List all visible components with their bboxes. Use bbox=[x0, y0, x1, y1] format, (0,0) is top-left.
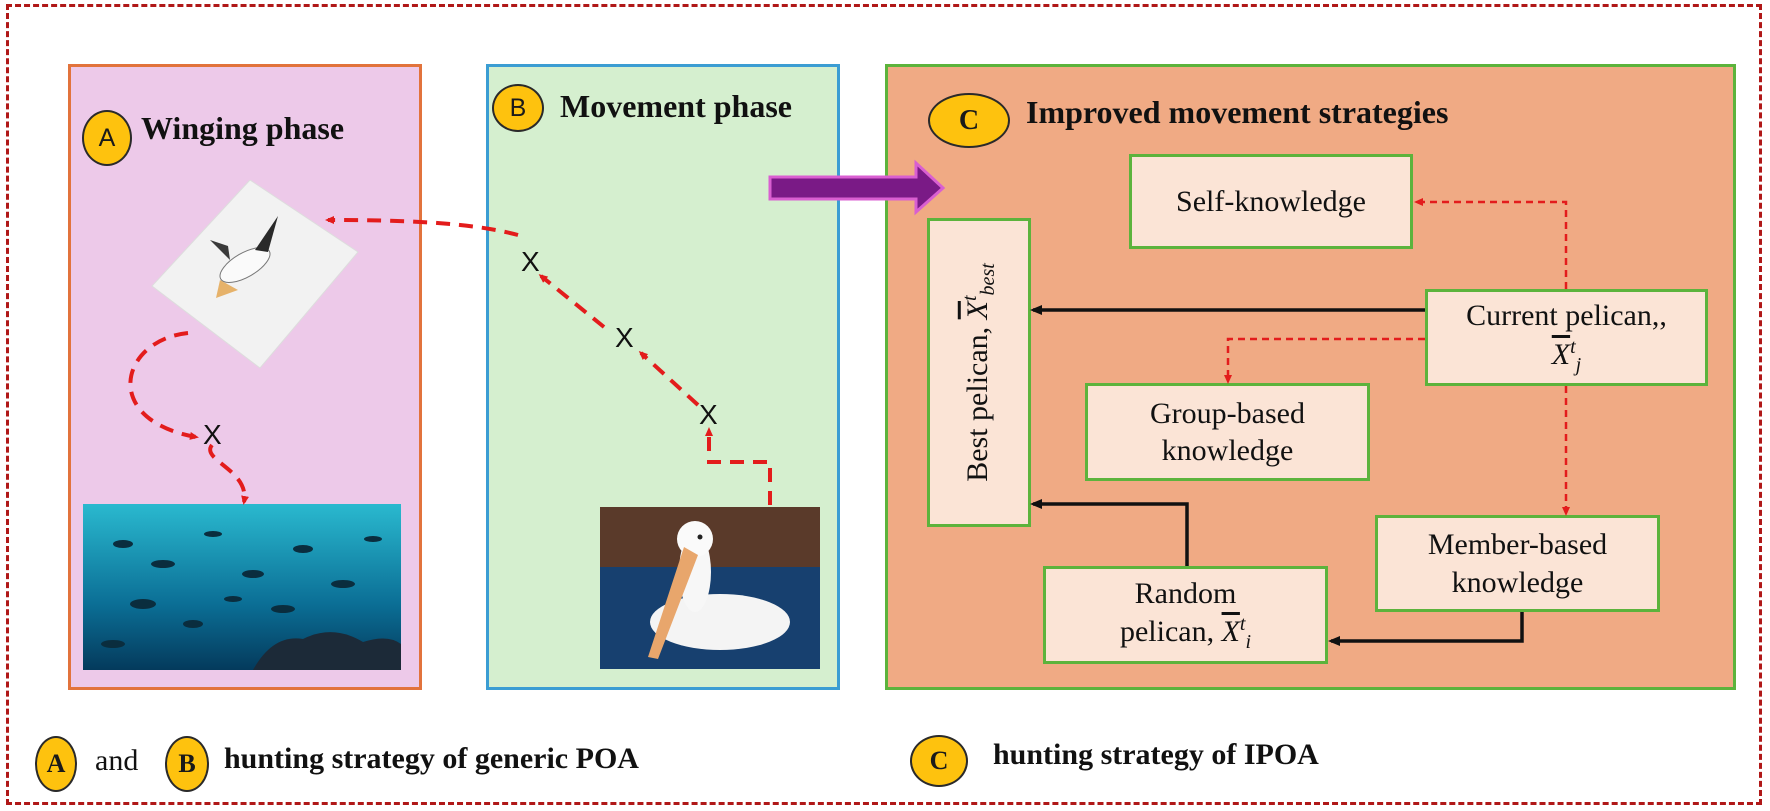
target-x-marker: X bbox=[203, 419, 222, 450]
legend-ipoa-text: hunting strategy of IPOA bbox=[993, 738, 1319, 771]
member-based-knowledge-box: Member-based knowledge bbox=[1375, 515, 1660, 612]
flying-pelican-image bbox=[150, 180, 360, 370]
member-line-1: Member-based bbox=[1427, 528, 1608, 561]
current-pelican-label: Current pelican,, bbox=[1466, 299, 1667, 333]
badge-b: B bbox=[492, 84, 544, 132]
random-line-1: Random bbox=[1134, 576, 1237, 610]
badge-c: C bbox=[928, 93, 1010, 148]
improved-strategies-title: Improved movement strategies bbox=[1026, 94, 1449, 130]
legend-and: and bbox=[95, 744, 139, 777]
legend-badge-c: C bbox=[910, 735, 968, 787]
current-pelican-box: Current pelican,, Xtj bbox=[1425, 289, 1708, 386]
swimming-pelican-image bbox=[600, 507, 820, 669]
legend-generic-poa-text: hunting strategy of generic POA bbox=[224, 742, 639, 775]
current-pelican-symbol: Xtj bbox=[1551, 335, 1582, 376]
path-x-marker-1: X bbox=[521, 246, 540, 277]
outer-dashed-frame bbox=[6, 4, 1762, 805]
underwater-fish-image bbox=[83, 504, 401, 670]
self-knowledge-box: Self-knowledge bbox=[1129, 154, 1413, 249]
group-line-2: knowledge bbox=[1161, 434, 1294, 467]
path-x-marker-2: X bbox=[615, 322, 634, 353]
legend-badge-b: B bbox=[165, 736, 209, 792]
member-line-2: knowledge bbox=[1451, 565, 1584, 599]
movement-phase-title: Movement phase bbox=[560, 88, 792, 124]
winging-phase-title: Winging phase bbox=[141, 110, 345, 146]
random-pelican-box: Random pelican, Xti bbox=[1043, 566, 1328, 664]
best-pelican-label: Best pelican, Xtbest bbox=[958, 263, 999, 482]
path-x-marker-3: X bbox=[699, 399, 718, 430]
best-pelican-box: Best pelican, Xtbest bbox=[927, 218, 1031, 527]
group-line-1: Group-based bbox=[1150, 396, 1305, 430]
badge-a: A bbox=[82, 110, 132, 166]
legend-badge-a: A bbox=[35, 736, 77, 792]
random-line-2: pelican, Xti bbox=[1119, 613, 1252, 654]
group-based-knowledge-box: Group-based knowledge bbox=[1085, 383, 1370, 481]
